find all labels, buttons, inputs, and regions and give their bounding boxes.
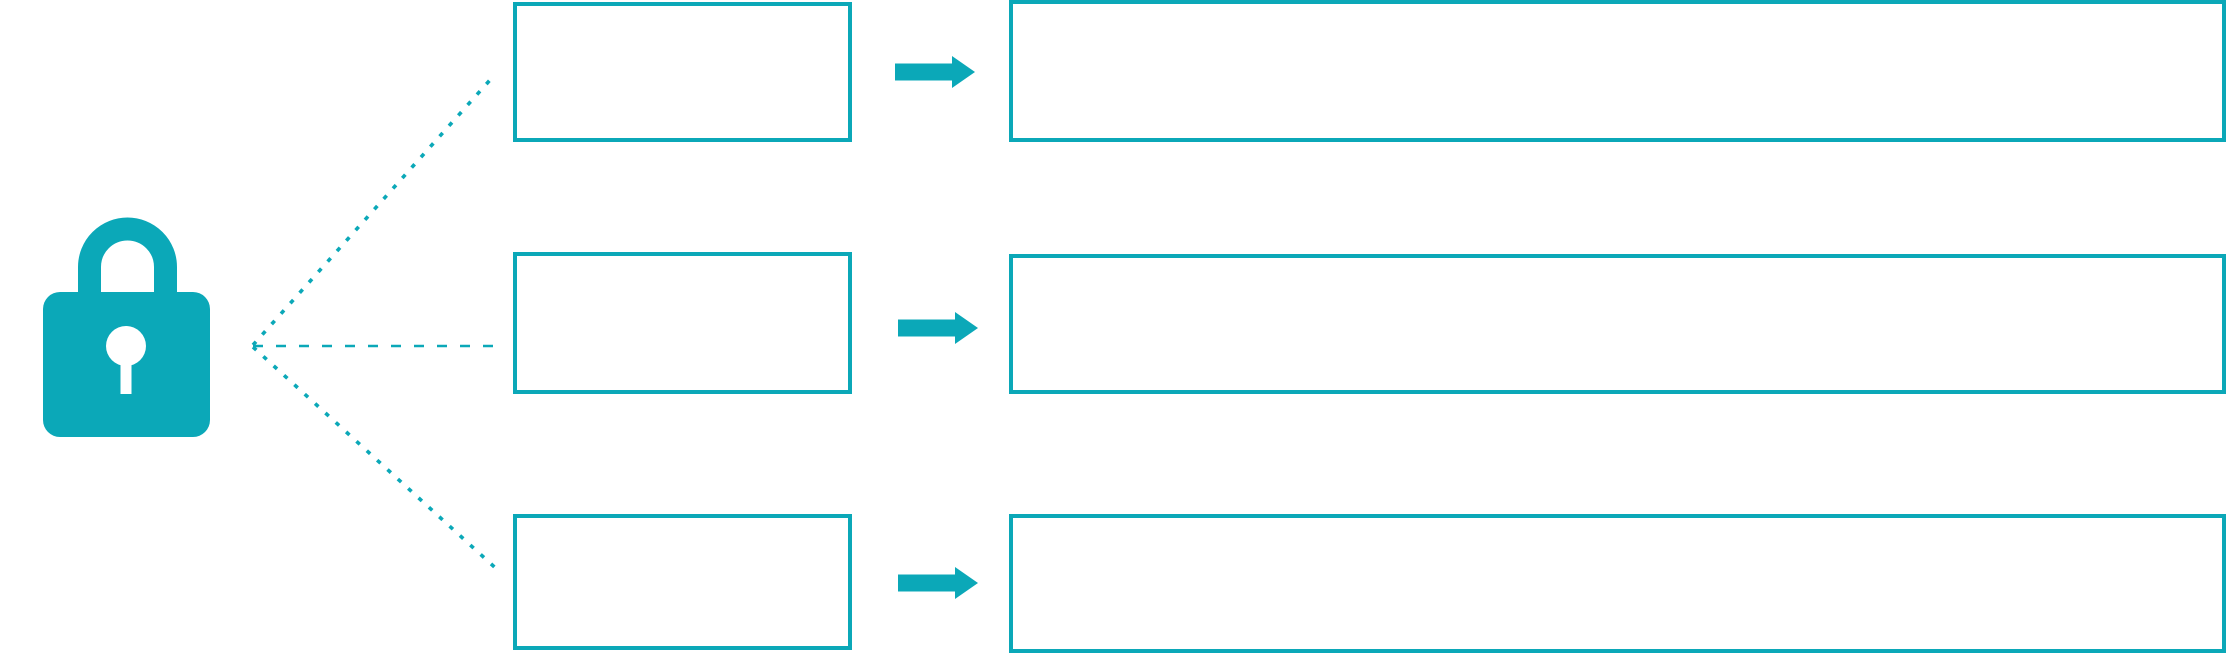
source-box-2 (513, 252, 852, 394)
keyhole-stem (120, 355, 132, 394)
target-box-3 (1009, 514, 2226, 653)
right-arrow-icon (898, 312, 978, 344)
lock-shackle (78, 217, 177, 309)
source-box-1 (513, 2, 852, 142)
dotted-connector-bottom (251, 345, 503, 575)
target-box-1 (1009, 0, 2226, 142)
source-box-3 (513, 514, 852, 650)
right-arrow-icon (895, 56, 975, 88)
lock-icon (43, 217, 210, 437)
target-box-2 (1009, 254, 2226, 394)
right-arrow-icon (898, 567, 978, 599)
dotted-connector-top (251, 78, 492, 347)
keyhole-circle (106, 326, 146, 366)
